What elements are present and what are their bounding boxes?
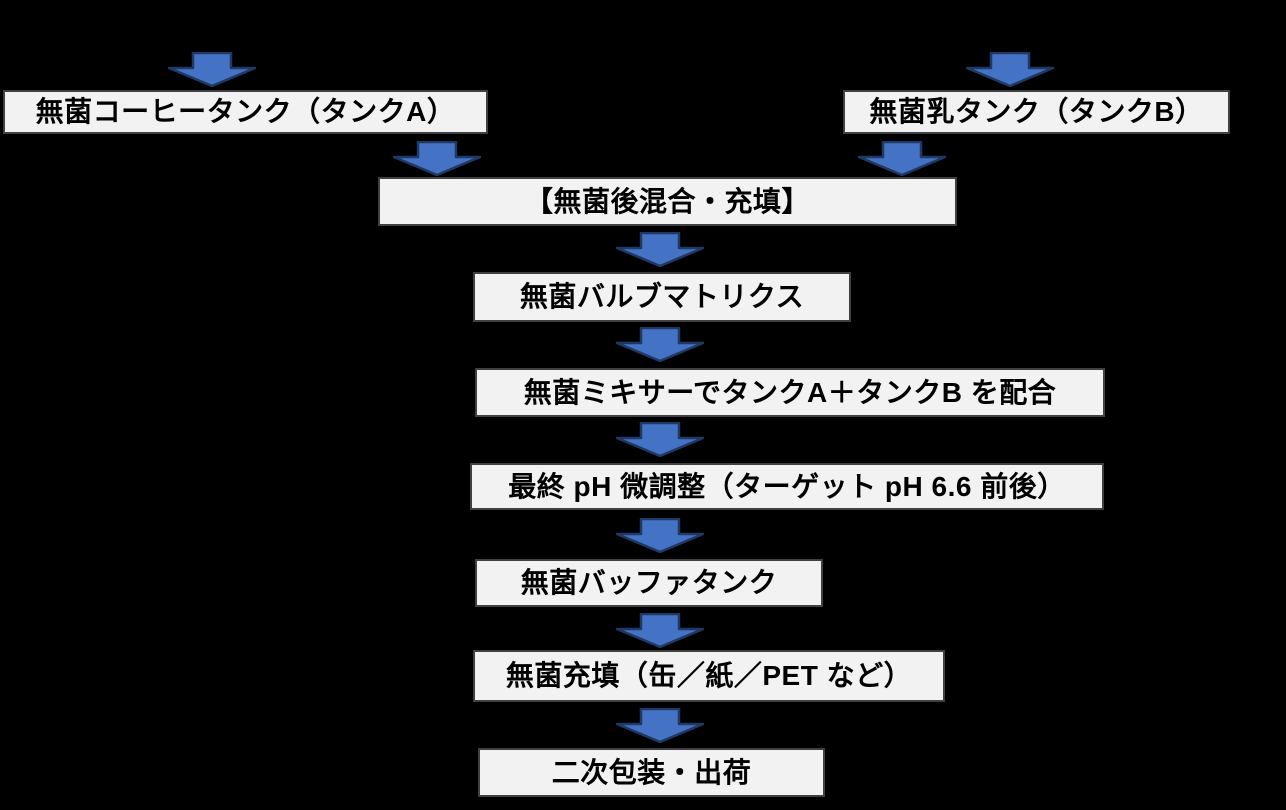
step-box-aseptic-filling: 無菌充填（缶／紙／PET など）	[473, 650, 945, 702]
down-arrow-icon	[615, 421, 705, 458]
source-box-tank-b-label: 無菌乳タンク（タンクB）	[869, 96, 1204, 127]
down-arrow-icon	[615, 326, 705, 363]
step-box-aseptic-mixer: 無菌ミキサーでタンクA＋タンクB を配合	[475, 368, 1105, 417]
step-box-aseptic-filling-label: 無菌充填（缶／紙／PET など）	[505, 660, 913, 691]
source-box-tank-a: 無菌コーヒータンク（タンクA）	[3, 90, 488, 134]
source-box-tank-b: 無菌乳タンク（タンクB）	[843, 90, 1230, 134]
down-arrow-icon	[615, 612, 705, 649]
step-box-ph-adjust-label: 最終 pH 微調整（ターゲット pH 6.6 前後）	[508, 470, 1066, 502]
step-box-secondary-packaging-shipping: 二次包装・出荷	[478, 748, 825, 797]
source-box-tank-a-label: 無菌コーヒータンク（タンクA）	[35, 96, 456, 127]
step-box-aseptic-mixer-label: 無菌ミキサーでタンクA＋タンクB を配合	[523, 376, 1057, 408]
step-box-valve-matrix-label: 無菌バルブマトリクス	[519, 281, 805, 312]
step-box-post-sterile-mix-fill-label: 【無菌後混合・充填】	[524, 185, 810, 217]
down-arrow-icon	[615, 517, 705, 554]
step-box-ph-adjust: 最終 pH 微調整（ターゲット pH 6.6 前後）	[470, 463, 1104, 510]
down-arrow-icon	[615, 707, 705, 744]
step-box-buffer-tank-label: 無菌バッファタンク	[520, 567, 778, 598]
step-box-secondary-packaging-shipping-label: 二次包装・出荷	[551, 756, 752, 788]
down-arrow-icon	[167, 51, 257, 88]
down-arrow-icon	[965, 51, 1055, 88]
down-arrow-icon	[392, 140, 482, 177]
step-box-post-sterile-mix-fill: 【無菌後混合・充填】	[378, 177, 957, 226]
down-arrow-icon	[857, 140, 947, 177]
step-box-valve-matrix: 無菌バルブマトリクス	[473, 272, 851, 322]
step-box-buffer-tank: 無菌バッファタンク	[475, 559, 823, 607]
down-arrow-icon	[615, 231, 705, 268]
